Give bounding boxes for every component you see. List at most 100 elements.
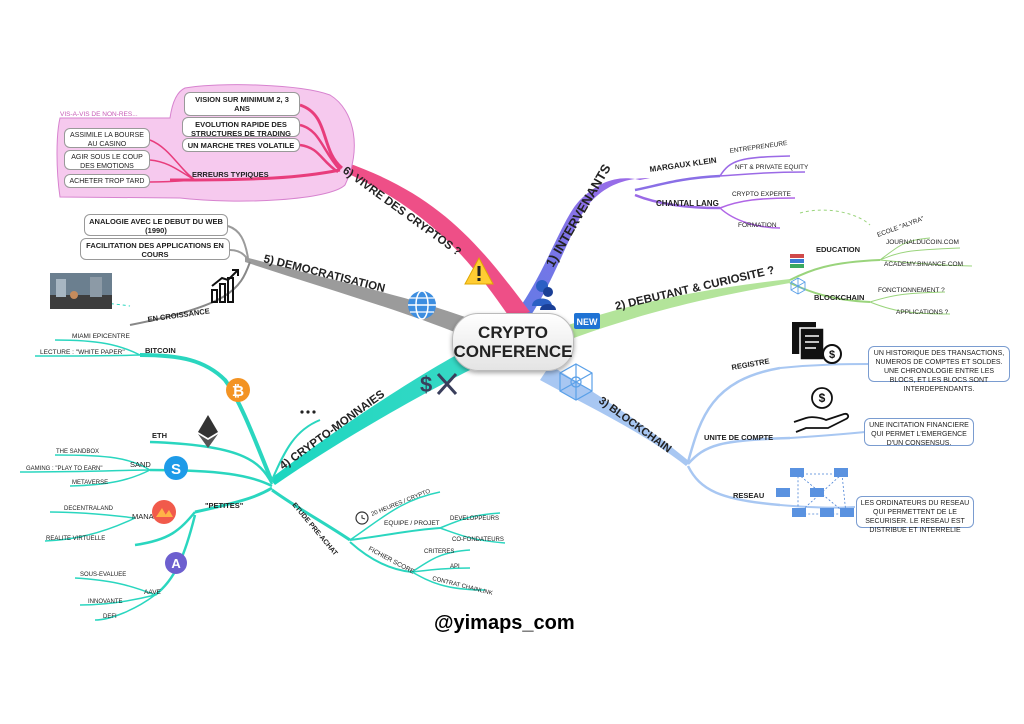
b4-miami: MIAMI EPICENTRE: [72, 333, 130, 340]
hand-coin-icon: $: [793, 387, 850, 433]
b4-bitcoin: BITCOIN: [145, 346, 176, 355]
b1-entrepreneure: ENTREPRENEURE: [729, 140, 788, 155]
network-icon: [559, 363, 593, 401]
b4-sandbox: THE SANDBOX: [56, 449, 99, 455]
b1-nft: NFT & PRIVATE EQUITY: [735, 164, 809, 171]
b6-vision-box: VISION SUR MINIMUM 2, 3 ANS: [184, 92, 300, 116]
ethereum-icon: [198, 415, 218, 448]
b6-label: 6) VIVRE DES CRYPTOS ?: [340, 165, 463, 259]
b4-api: API: [450, 564, 460, 570]
b2-blockchain: BLOCKCHAIN: [814, 293, 864, 302]
b4-decentraland: DECENTRALAND: [64, 506, 114, 512]
b4-gaming: GAMING : "PLAY TO EARN": [26, 466, 103, 472]
b4-contrat: CONTRAT CHAINLINK: [432, 576, 494, 597]
books-icon: [790, 254, 804, 268]
b4-realite: REALITE VIRTUELLE: [46, 536, 105, 542]
b5-label: 5) DEMOCRATISATION: [262, 253, 386, 295]
svg-text:₿: ₿: [232, 383, 244, 400]
b5-facilitation-box: FACILITATION DES APPLICATIONS EN COURS: [80, 238, 230, 260]
b3-reseau-box: LES ORDINATEURS DU RESEAU QUI PERMETTENT…: [856, 496, 974, 534]
aave-icon: A: [165, 552, 187, 574]
central-topic-line2: CONFERENCE: [453, 342, 573, 361]
svg-text:A: A: [171, 556, 181, 571]
b6-tard-box: ACHETER TROP TARD: [64, 174, 150, 188]
b3-registre-note: UN HISTORIQUE DES TRANSACTIONS, NUMEROS …: [873, 350, 1005, 393]
b3-unite-note: UNE INCITATION FINANCIERE QUI PERMET L'E…: [869, 422, 969, 447]
b1-experte: CRYPTO EXPERTE: [732, 191, 792, 198]
b1-formation: FORMATION: [738, 222, 777, 229]
svg-text:$: $: [829, 349, 835, 361]
b4-eth: ETH: [152, 431, 167, 440]
b6-casino: ASSIMILE LA BOURSE AU CASINO: [70, 132, 144, 148]
bitcoin-icon: ₿: [226, 378, 250, 402]
b4-equipe: EQUIPE / PROJET: [384, 520, 440, 527]
b5-croissance: EN CROISSANCE: [147, 306, 210, 324]
b6-volatile-box: UN MARCHE TRES VOLATILE: [182, 138, 300, 152]
svg-text:S: S: [171, 461, 181, 478]
b6-evolution-box: EVOLUTION RAPIDE DES STRUCTURES DE TRADI…: [182, 117, 300, 138]
svg-text:NEW: NEW: [577, 317, 599, 327]
b2-fonctionnement: FONCTIONNEMENT ?: [878, 287, 945, 294]
b4-sous: SOUS-EVALUEE: [80, 572, 126, 578]
clock-icon: [355, 511, 369, 525]
branch-crypto: [270, 352, 470, 485]
svg-text:$: $: [819, 391, 826, 405]
street-photo-icon: [50, 273, 112, 309]
b5-analogie-box: ANALOGIE AVEC LE DEBUT DU WEB (1990): [84, 214, 228, 236]
b4-label: 4) CRYPTO-MONNAIES: [278, 388, 388, 472]
b4-criteres: CRITERES: [424, 549, 454, 555]
b4-lecture: LECTURE : "WHITE PAPER": [40, 349, 125, 356]
b4-aave: AAVE: [144, 589, 162, 596]
central-topic-line1: CRYPTO: [478, 323, 548, 342]
b6-emotions-box: AGIR SOUS LE COUP DES EMOTIONS: [64, 150, 150, 170]
b2-alyra: ECOLE "ALYRA": [876, 215, 925, 239]
new-badge-icon: NEW: [574, 313, 600, 329]
branch-democratisation: [245, 257, 468, 335]
svg-text:$: $: [420, 372, 432, 397]
b2-journal: JOURNALDUCOIN.COM: [886, 239, 959, 246]
b2-education: EDUCATION: [816, 245, 860, 254]
branch-intervenants: [505, 178, 650, 330]
globe-icon: [408, 290, 436, 320]
central-topic[interactable]: CRYPTO CONFERENCE: [452, 313, 574, 371]
blockchain-small-icon: [790, 277, 806, 295]
b6-tard: ACHETER TROP TARD: [69, 178, 145, 185]
b3-reseau: RESEAU: [733, 491, 764, 500]
decentraland-icon: [152, 500, 176, 524]
b3-unite: UNITE DE COMPTE: [704, 433, 773, 442]
footer-handle: @yimaps_com: [434, 612, 575, 634]
b2-applications: APPLICATIONS ?: [896, 309, 949, 316]
b1-margaux: MARGAUX KLEIN: [649, 156, 717, 174]
people-icon: [532, 280, 556, 310]
ellipsis-icon: [300, 410, 316, 414]
b4-heures: 20 HEURES / CRYPTO: [371, 489, 432, 518]
b1-label: 1) INTERVENANTS: [543, 161, 614, 269]
b4-metaverse: METAVERSE: [72, 480, 108, 486]
sandbox-icon: S: [164, 456, 188, 480]
b3-label: 3) BLOCKCHAIN: [596, 395, 673, 456]
b3-registre: REGISTRE: [731, 356, 770, 372]
b3-registre-box: UN HISTORIQUE DES TRANSACTIONS, NUMEROS …: [868, 346, 1010, 393]
b4-devs: DEVELOPPEURS: [450, 516, 499, 522]
b6-casino-box: ASSIMILE LA BOURSE AU CASINO: [64, 128, 150, 148]
b4-innovante: INNOVANTE: [88, 599, 123, 605]
b5-analogie: ANALOGIE AVEC LE DEBUT DU WEB (1990): [89, 217, 223, 235]
b6-emotions: AGIR SOUS LE COUP DES EMOTIONS: [71, 154, 143, 170]
b6-erreurs: ERREURS TYPIQUES: [192, 170, 269, 179]
b4-petites: "PETITES": [205, 501, 244, 510]
b4-sand: SAND: [130, 460, 151, 469]
b3-unite-box: UNE INCITATION FINANCIERE QUI PERMET L'E…: [864, 418, 974, 447]
warning-icon: [464, 256, 494, 285]
dollar-sign-icon: $: [420, 372, 458, 397]
documents-dollar-icon: $: [792, 322, 842, 364]
growth-chart-icon: [211, 269, 239, 303]
computer-network-icon: [776, 468, 854, 517]
b6-volatile: UN MARCHE TRES VOLATILE: [187, 141, 295, 150]
branch-blockchain: [540, 365, 690, 466]
b4-defi: DEFI: [103, 614, 117, 620]
b2-academy: ACADEMY.BINANCE.COM: [884, 261, 963, 268]
branch-debutant: [550, 279, 790, 345]
b5-facilitation: FACILITATION DES APPLICATIONS EN COURS: [86, 241, 224, 259]
b4-cofond: CO-FONDATEURS: [452, 537, 504, 543]
